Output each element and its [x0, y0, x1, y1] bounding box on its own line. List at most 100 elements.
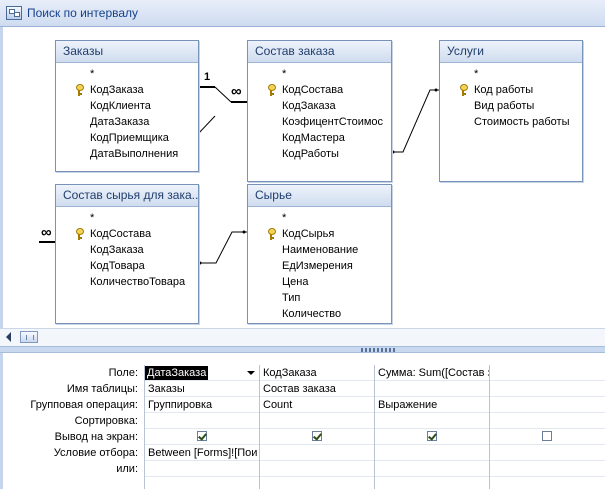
- table-title[interactable]: Состав сырья для зака...: [56, 185, 198, 207]
- scroll-left-icon[interactable]: [6, 332, 11, 342]
- table-cell[interactable]: [490, 381, 605, 397]
- sort-cell[interactable]: [375, 413, 489, 429]
- field-item[interactable]: Код работы: [440, 82, 582, 98]
- relation-many-symbol: ∞: [231, 83, 242, 100]
- sort-cell[interactable]: [490, 413, 605, 429]
- or-cell[interactable]: [260, 461, 374, 477]
- field-item[interactable]: Цена: [282, 276, 309, 288]
- field-item[interactable]: КодЗаказа: [90, 244, 144, 256]
- field-item[interactable]: КодПриемщика: [90, 132, 169, 144]
- criteria-cell[interactable]: [490, 445, 605, 461]
- table-title[interactable]: Заказы: [56, 41, 198, 63]
- primary-key-icon: [75, 84, 84, 96]
- row-label: Групповая операция:: [30, 399, 138, 411]
- table-cell[interactable]: [375, 381, 489, 397]
- table-cell[interactable]: Состав заказа: [260, 381, 374, 397]
- table-title[interactable]: Состав заказа: [248, 41, 391, 63]
- row-label: Вывод на экран:: [54, 431, 138, 443]
- query-grid[interactable]: Поле: Имя таблицы: Групповая операция: Сорт…: [0, 353, 605, 489]
- dropdown-arrow-icon[interactable]: [247, 371, 255, 375]
- criteria-cell[interactable]: [375, 445, 489, 461]
- group-cell[interactable]: Выражение: [375, 397, 489, 413]
- or-cell[interactable]: [145, 461, 259, 477]
- table-title[interactable]: Услуги: [440, 41, 582, 63]
- row-label: Поле:: [108, 367, 138, 379]
- field-item[interactable]: КодСостава: [56, 226, 198, 242]
- show-cell[interactable]: [260, 429, 374, 445]
- pane-splitter[interactable]: [0, 346, 605, 353]
- field-item[interactable]: Тип: [282, 292, 301, 304]
- or-cell[interactable]: [490, 461, 605, 477]
- group-cell[interactable]: [490, 397, 605, 413]
- field-item[interactable]: КодСостава: [248, 82, 391, 98]
- field-item[interactable]: КоличествоТовара: [90, 276, 186, 288]
- field-item[interactable]: КодМастера: [282, 132, 345, 144]
- field-item[interactable]: ДатаЗаказа: [90, 116, 150, 128]
- row-label: Сортировка:: [74, 415, 138, 427]
- show-checkbox[interactable]: [312, 431, 322, 441]
- field-item[interactable]: ЕдИзмерения: [282, 260, 353, 272]
- row-label: Имя таблицы:: [66, 383, 138, 395]
- show-checkbox[interactable]: [427, 431, 437, 441]
- field-item[interactable]: КоэфицентСтоимос: [282, 116, 384, 128]
- field-item[interactable]: Наименование: [282, 244, 359, 256]
- field-item[interactable]: КодКлиента: [90, 100, 151, 112]
- query-column[interactable]: [489, 365, 605, 489]
- field-cell[interactable]: КодЗаказа: [260, 365, 374, 381]
- field-item[interactable]: КодЗаказа: [56, 82, 198, 98]
- table-title[interactable]: Сырье: [248, 185, 391, 207]
- field-item[interactable]: Стоимость работы: [474, 116, 570, 128]
- field-item[interactable]: Вид работы: [474, 100, 535, 112]
- show-cell[interactable]: [145, 429, 259, 445]
- sort-cell[interactable]: [260, 413, 374, 429]
- relation-sostavsyrya-syrye-link: [198, 231, 247, 264]
- field-cell[interactable]: [490, 365, 605, 381]
- show-cell[interactable]: [375, 429, 489, 445]
- field-item[interactable]: КодТовара: [90, 260, 145, 272]
- show-checkbox[interactable]: [197, 431, 207, 441]
- field-all[interactable]: *: [90, 68, 95, 80]
- query-column[interactable]: Сумма: Sum([Состав з Выражение: [374, 365, 489, 489]
- relation-one-symbol: 1: [204, 71, 211, 83]
- field-all[interactable]: *: [90, 212, 95, 224]
- field-item[interactable]: КодЗаказа: [282, 100, 336, 112]
- window-title: Поиск по интервалу: [27, 6, 139, 20]
- show-cell[interactable]: [490, 429, 605, 445]
- criteria-cell[interactable]: Between [Forms]![Пои: [145, 445, 259, 461]
- group-cell[interactable]: Группировка: [145, 397, 259, 413]
- scroll-thumb[interactable]: [20, 331, 38, 343]
- field-item[interactable]: КодРаботы: [282, 148, 339, 160]
- primary-key-icon: [459, 84, 468, 96]
- field-item[interactable]: ДатаВыполнения: [90, 148, 179, 160]
- field-all[interactable]: *: [282, 68, 287, 80]
- horizontal-scrollbar[interactable]: [0, 328, 605, 346]
- field-value[interactable]: ДатаЗаказа: [145, 366, 209, 380]
- field-item[interactable]: Количество: [282, 308, 342, 320]
- relation-zakazy-syrye-link: [197, 115, 216, 135]
- field-cell[interactable]: Сумма: Sum([Состав з: [375, 365, 489, 381]
- field-all[interactable]: *: [282, 212, 287, 224]
- sort-cell[interactable]: [145, 413, 259, 429]
- primary-key-icon: [267, 84, 276, 96]
- field-all[interactable]: *: [474, 68, 479, 80]
- splitter-grip-icon[interactable]: [361, 348, 395, 352]
- row-labels: Поле: Имя таблицы: Групповая операция: Сорт…: [3, 365, 143, 477]
- field-cell[interactable]: ДатаЗаказа: [145, 365, 259, 381]
- criteria-cell[interactable]: [260, 445, 374, 461]
- or-cell[interactable]: [375, 461, 489, 477]
- table-cell[interactable]: Заказы: [145, 381, 259, 397]
- field-item[interactable]: КодСырья: [248, 226, 391, 242]
- show-checkbox[interactable]: [542, 431, 552, 441]
- group-cell[interactable]: Count: [260, 397, 374, 413]
